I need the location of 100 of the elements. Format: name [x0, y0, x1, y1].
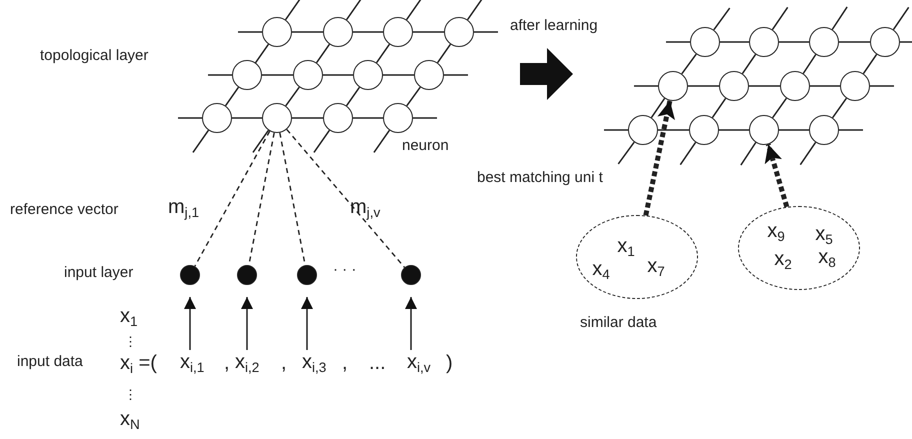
grid-line — [262, 74, 293, 76]
neuron-circle — [840, 71, 870, 101]
data-variable: x$_{2}$ — [774, 249, 792, 269]
neuron-circle — [262, 103, 292, 133]
grid-line — [353, 31, 383, 33]
arrow — [301, 297, 313, 350]
neuron-circle — [202, 103, 232, 133]
grid-line — [346, 86, 360, 106]
neuron-circle — [809, 27, 839, 57]
neuron-circle — [232, 60, 262, 90]
grid-line — [779, 41, 809, 43]
grid-line — [719, 129, 749, 131]
vector-component: x$_{i,2}$ — [235, 352, 260, 372]
grid-line — [681, 54, 697, 74]
layer-label: input layer — [64, 265, 134, 282]
neuron-circle — [353, 60, 383, 90]
grid-line — [650, 98, 666, 118]
vector-component: x$_{i,v}$ — [407, 352, 431, 372]
ellipsis-mark: ... — [369, 352, 386, 374]
grid-line — [224, 86, 240, 106]
layer-label: topological layer — [40, 48, 148, 64]
neuron-circle — [323, 103, 353, 133]
comma-mark: , — [342, 352, 348, 374]
arrow — [405, 297, 417, 350]
grid-line — [779, 129, 809, 131]
grid-line — [436, 44, 452, 64]
data-label: input data — [17, 354, 83, 370]
arrow — [241, 297, 253, 350]
step-label: after learning — [510, 18, 598, 34]
grid-line — [285, 86, 300, 106]
grid-line — [810, 85, 840, 87]
grid-line — [720, 41, 749, 43]
data-variable: x$_{5}$ — [815, 224, 833, 244]
data-variable: x$_{4}$ — [592, 259, 610, 279]
data-variable: x$_{9}$ — [767, 221, 785, 241]
cluster-ellipse — [576, 215, 698, 299]
grid-line — [658, 129, 689, 131]
data-variable: x$_{8}$ — [818, 247, 836, 267]
input-node — [237, 265, 257, 285]
neuron-circle — [689, 115, 719, 145]
neuron-circle — [658, 71, 688, 101]
neuron-circle — [444, 17, 474, 47]
math-variable: x$_{1}$ — [120, 305, 138, 327]
neuron-label: neuron — [402, 138, 449, 154]
vector-component: x$_{i,3}$ — [302, 352, 326, 372]
neuron-circle — [262, 17, 292, 47]
grid-line — [292, 117, 323, 119]
grid-line — [772, 98, 787, 118]
grid-line — [749, 85, 780, 87]
grid-line — [688, 85, 719, 87]
neuron-circle — [383, 103, 413, 133]
grid-line — [712, 98, 726, 118]
grid-line — [254, 44, 270, 64]
grid-line — [376, 44, 390, 64]
vector-lead-text: x$_{i}$ =( — [120, 352, 157, 374]
ellipsis-mark: ⋮ — [124, 388, 137, 402]
unit-label: best matching uni t — [477, 170, 603, 186]
neuron-circle — [690, 27, 720, 57]
arrow — [184, 297, 196, 350]
data-variable: x$_{7}$ — [647, 256, 665, 276]
input-node — [297, 265, 317, 285]
edge-label: m$_{j,1}$ — [168, 196, 200, 218]
grid-line — [323, 74, 353, 76]
grid-line — [832, 98, 847, 118]
grid-line — [353, 117, 383, 119]
data-label: similar data — [580, 315, 657, 332]
grid-line — [232, 117, 262, 119]
neuron-circle — [323, 17, 353, 47]
grid-line — [839, 41, 870, 43]
parenthesis-mark: ) — [446, 352, 453, 374]
dashed-line — [194, 130, 270, 267]
neuron-circle — [809, 115, 839, 145]
neuron-circle — [870, 27, 900, 57]
neuron-circle — [383, 17, 413, 47]
neuron-circle — [780, 71, 810, 101]
math-variable: x$_{N}$ — [120, 408, 140, 430]
grid-line — [413, 31, 444, 33]
neuron-circle — [719, 71, 749, 101]
grid-line — [316, 44, 330, 64]
comma-mark: , — [224, 352, 230, 374]
ellipsis-mark: · · · — [333, 262, 356, 278]
grid-line — [862, 54, 878, 74]
grid-line — [742, 54, 756, 74]
edge-label: m$_{j,v}$ — [350, 196, 380, 218]
input-node — [180, 265, 200, 285]
comma-mark: , — [281, 352, 287, 374]
dashed-line — [286, 128, 406, 268]
neuron-circle — [414, 60, 444, 90]
cluster-ellipse — [738, 206, 860, 290]
grid-line — [383, 74, 414, 76]
ellipsis-mark: ⋮ — [124, 335, 137, 350]
dashed-arrow — [643, 100, 675, 216]
grid-line — [292, 31, 323, 33]
vector-component: x$_{i,1}$ — [180, 352, 204, 372]
grid-line — [802, 54, 816, 74]
neuron-circle — [293, 60, 323, 90]
neuron-circle — [749, 27, 779, 57]
neuron-circle — [749, 115, 779, 145]
data-variable: x$_{1}$ — [617, 236, 635, 256]
grid-line — [406, 86, 421, 106]
